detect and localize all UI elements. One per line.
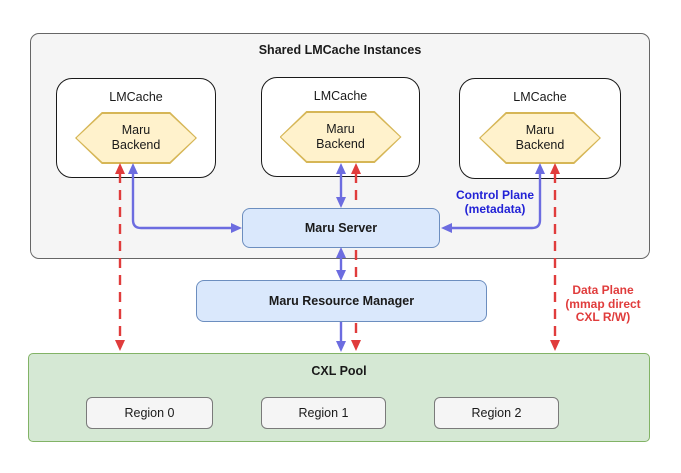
maru-backend-label: Maru Backend — [515, 123, 565, 152]
control-plane-annotation: Control Plane (metadata) — [443, 188, 547, 216]
maru-backend-label: Maru Backend — [111, 123, 161, 152]
cxl-pool-title: CXL Pool — [311, 364, 367, 378]
region-2-box: Region 2 — [434, 397, 559, 429]
data-plane-line3: CXL R/W) — [575, 310, 631, 324]
shared-container-title: Shared LMCache Instances — [258, 43, 422, 57]
data-plane-line1: Data Plane — [572, 283, 634, 297]
region-0-box: Region 0 — [86, 397, 213, 429]
data-plane-line2: (mmap direct — [565, 296, 641, 311]
region-2-label: Region 2 — [471, 406, 522, 420]
data-plane-annotation: Data Plane (mmap direct CXL R/W) — [553, 283, 653, 325]
lmcache-label: LMCache — [313, 89, 368, 103]
cxl-pool-container: CXL Pool Region 0 Region 1 Region 2 — [28, 353, 650, 442]
region-0-label: Region 0 — [124, 406, 175, 420]
maru-resource-manager-label: Maru Resource Manager — [268, 294, 415, 308]
control-plane-line1: Control Plane — [455, 188, 534, 202]
lmcache-instance-2: LMCache Maru Backend — [261, 77, 420, 177]
hexagon-fill — [76, 113, 196, 163]
control-plane-line2: (metadata) — [464, 201, 526, 216]
control-plane-arrow-resource-manager-pool — [336, 322, 346, 352]
lmcache-label: LMCache — [109, 90, 163, 104]
lmcache-instance-1: LMCache Maru Backend — [56, 78, 216, 178]
region-1-box: Region 1 — [261, 397, 386, 429]
hexagon-fill — [281, 112, 400, 162]
maru-backend-label: Maru Backend — [316, 122, 365, 151]
lmcache-label: LMCache — [513, 90, 567, 104]
maru-backend-hexagon: Maru Backend — [279, 111, 402, 163]
hexagon-fill — [480, 113, 600, 163]
maru-server-label: Maru Server — [304, 221, 378, 235]
maru-backend-hexagon: Maru Backend — [75, 112, 197, 164]
maru-backend-hexagon: Maru Backend — [479, 112, 601, 164]
region-1-label: Region 1 — [298, 406, 349, 420]
maru-resource-manager-box: Maru Resource Manager — [196, 280, 487, 322]
maru-server-box: Maru Server — [242, 208, 440, 248]
lmcache-instance-3: LMCache Maru Backend — [459, 78, 621, 179]
